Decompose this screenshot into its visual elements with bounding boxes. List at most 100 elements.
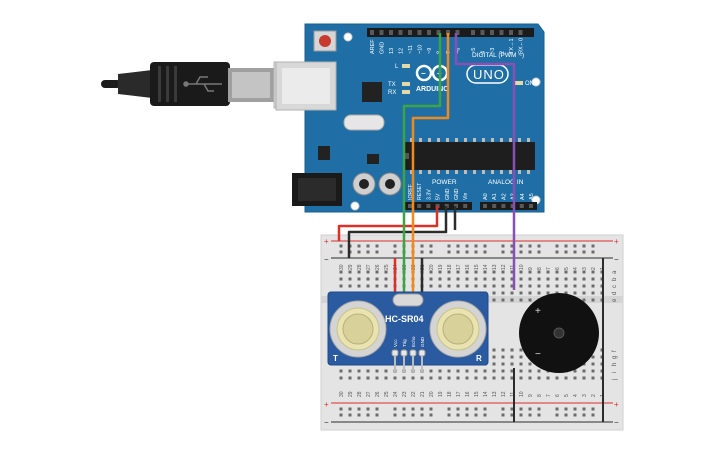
header-pin-hole[interactable]: [446, 30, 450, 35]
terminal-hole[interactable]: [510, 291, 514, 295]
header-pin-hole[interactable]: [518, 30, 523, 35]
rail-hole[interactable]: [519, 407, 523, 411]
terminal-hole[interactable]: [402, 376, 406, 380]
terminal-hole[interactable]: [546, 270, 550, 274]
header-pin-hole[interactable]: [426, 204, 431, 208]
arduino-uno-board[interactable]: L TX RX ON − + ARDUINO UNO DIGITAL (PWM …: [275, 23, 545, 213]
terminal-hole[interactable]: [348, 277, 352, 281]
terminal-hole[interactable]: [438, 369, 442, 373]
header-pin-hole[interactable]: [509, 30, 513, 35]
terminal-hole[interactable]: [393, 376, 397, 380]
terminal-hole[interactable]: [339, 277, 343, 281]
terminal-hole[interactable]: [501, 369, 505, 373]
rail-hole[interactable]: [555, 413, 559, 417]
terminal-hole[interactable]: [375, 284, 379, 288]
terminal-hole[interactable]: [492, 348, 496, 352]
terminal-hole[interactable]: [465, 270, 469, 274]
rail-hole[interactable]: [357, 413, 361, 417]
terminal-hole[interactable]: [537, 291, 541, 295]
rail-hole[interactable]: [510, 407, 514, 411]
rail-hole[interactable]: [465, 413, 469, 417]
rail-hole[interactable]: [366, 250, 370, 254]
terminal-hole[interactable]: [510, 270, 514, 274]
terminal-hole[interactable]: [519, 298, 523, 302]
terminal-hole[interactable]: [555, 291, 559, 295]
header-pin-hole[interactable]: [417, 204, 422, 208]
rail-hole[interactable]: [429, 413, 433, 417]
rail-hole[interactable]: [456, 407, 460, 411]
rail-hole[interactable]: [429, 407, 433, 411]
terminal-hole[interactable]: [429, 376, 433, 380]
terminal-hole[interactable]: [483, 369, 487, 373]
terminal-hole[interactable]: [348, 270, 352, 274]
rail-hole[interactable]: [375, 250, 379, 254]
rail-hole[interactable]: [537, 407, 541, 411]
terminal-hole[interactable]: [456, 369, 460, 373]
terminal-hole[interactable]: [447, 284, 451, 288]
terminal-hole[interactable]: [375, 376, 379, 380]
terminal-hole[interactable]: [357, 284, 361, 288]
terminal-hole[interactable]: [465, 376, 469, 380]
terminal-hole[interactable]: [501, 348, 505, 352]
header-pin-hole[interactable]: [480, 30, 485, 35]
rail-hole[interactable]: [474, 407, 478, 411]
terminal-hole[interactable]: [357, 376, 361, 380]
rail-hole[interactable]: [339, 407, 343, 411]
terminal-hole[interactable]: [438, 270, 442, 274]
rail-hole[interactable]: [501, 244, 505, 248]
rail-hole[interactable]: [483, 244, 487, 248]
terminal-hole[interactable]: [501, 277, 505, 281]
terminal-hole[interactable]: [357, 270, 361, 274]
terminal-hole[interactable]: [420, 376, 424, 380]
terminal-hole[interactable]: [339, 270, 343, 274]
piezo-buzzer[interactable]: + −: [519, 293, 599, 373]
terminal-hole[interactable]: [492, 284, 496, 288]
terminal-hole[interactable]: [591, 369, 595, 373]
terminal-hole[interactable]: [528, 376, 532, 380]
terminal-hole[interactable]: [366, 277, 370, 281]
rail-hole[interactable]: [528, 244, 532, 248]
rail-hole[interactable]: [393, 413, 397, 417]
terminal-hole[interactable]: [546, 284, 550, 288]
rail-hole[interactable]: [339, 244, 343, 248]
terminal-hole[interactable]: [456, 277, 460, 281]
terminal-hole[interactable]: [474, 284, 478, 288]
terminal-hole[interactable]: [456, 284, 460, 288]
terminal-hole[interactable]: [501, 355, 505, 359]
rail-hole[interactable]: [573, 244, 577, 248]
rail-hole[interactable]: [402, 413, 406, 417]
terminal-hole[interactable]: [591, 284, 595, 288]
rail-hole[interactable]: [564, 250, 568, 254]
terminal-hole[interactable]: [537, 270, 541, 274]
terminal-hole[interactable]: [510, 369, 514, 373]
rail-hole[interactable]: [528, 413, 532, 417]
terminal-hole[interactable]: [492, 291, 496, 295]
terminal-hole[interactable]: [447, 270, 451, 274]
terminal-hole[interactable]: [483, 270, 487, 274]
terminal-hole[interactable]: [375, 369, 379, 373]
terminal-hole[interactable]: [582, 270, 586, 274]
terminal-hole[interactable]: [501, 362, 505, 366]
terminal-hole[interactable]: [573, 291, 577, 295]
terminal-hole[interactable]: [384, 270, 388, 274]
terminal-hole[interactable]: [366, 369, 370, 373]
terminal-hole[interactable]: [447, 369, 451, 373]
terminal-hole[interactable]: [528, 369, 532, 373]
rail-hole[interactable]: [393, 250, 397, 254]
terminal-hole[interactable]: [474, 277, 478, 281]
terminal-hole[interactable]: [438, 376, 442, 380]
terminal-hole[interactable]: [528, 298, 532, 302]
header-pin-hole[interactable]: [398, 30, 403, 35]
terminal-hole[interactable]: [384, 376, 388, 380]
terminal-hole[interactable]: [537, 284, 541, 288]
terminal-hole[interactable]: [348, 369, 352, 373]
header-pin-hole[interactable]: [490, 30, 494, 35]
terminal-hole[interactable]: [510, 277, 514, 281]
header-pin-hole[interactable]: [529, 204, 533, 208]
rail-hole[interactable]: [465, 250, 469, 254]
terminal-hole[interactable]: [582, 284, 586, 288]
terminal-hole[interactable]: [528, 284, 532, 288]
terminal-hole[interactable]: [501, 284, 505, 288]
rail-hole[interactable]: [357, 244, 361, 248]
